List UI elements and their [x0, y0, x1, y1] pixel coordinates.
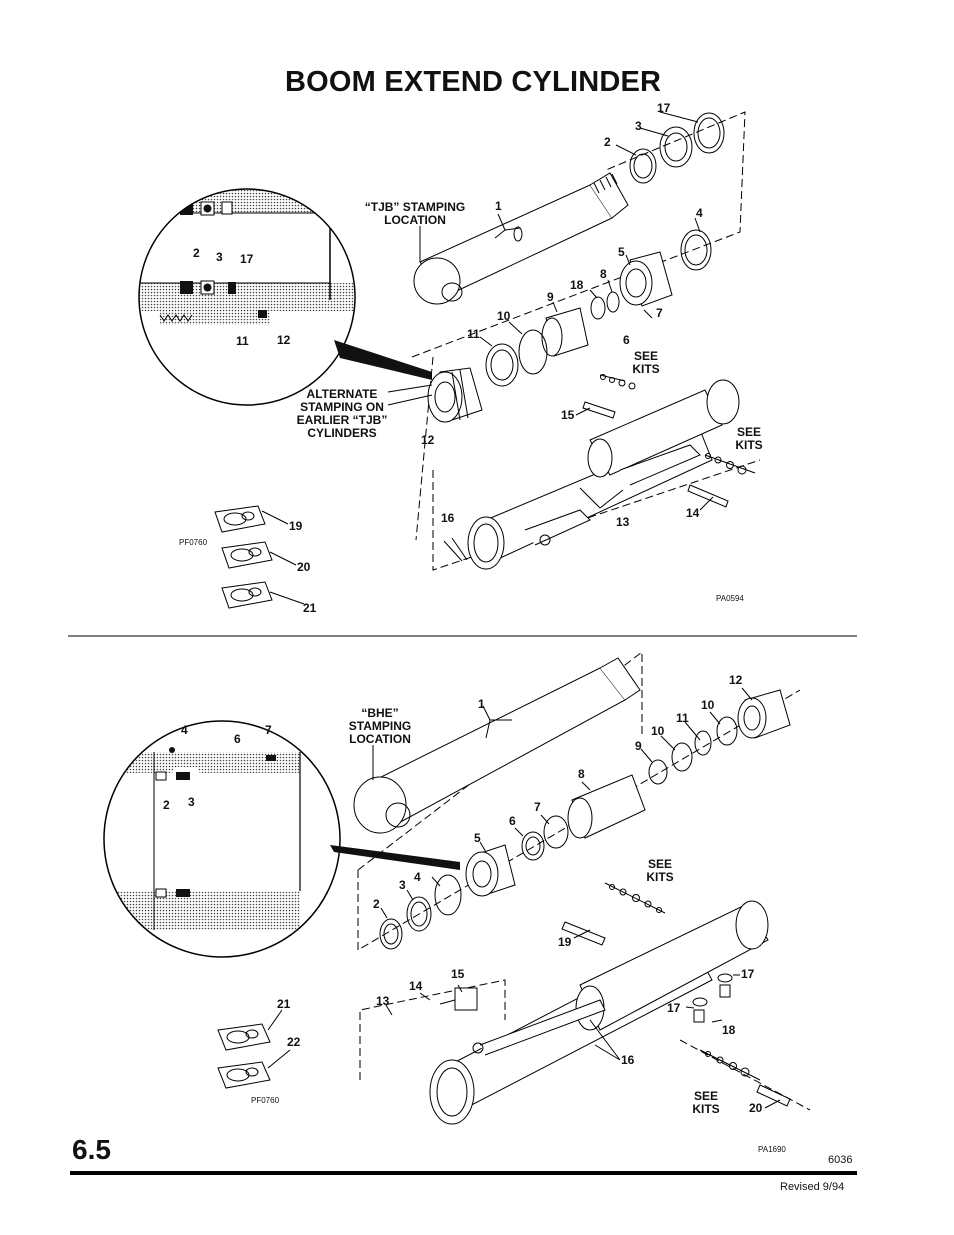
callout-4: 4 [696, 206, 703, 220]
callout-14-b: 14 [409, 979, 423, 993]
callout-9-b: 9 [635, 739, 642, 753]
callout-10b-b: 10 [651, 724, 665, 738]
detail-callout-2-b: 2 [163, 798, 170, 812]
detail-callout-17: 17 [240, 252, 254, 266]
callout-8-b: 8 [578, 767, 585, 781]
callout-22-b: 22 [287, 1035, 301, 1049]
callout-7: 7 [656, 306, 663, 320]
detail-callout-12: 12 [277, 333, 291, 347]
callout-8: 8 [600, 267, 607, 281]
see-kits-label-b1: SEE KITS [646, 857, 674, 884]
callout-17b-b: 17 [667, 1001, 681, 1015]
callout-12: 12 [421, 433, 435, 447]
callout-1: 1 [495, 199, 502, 213]
detail-callout-2: 2 [193, 246, 200, 260]
callout-14: 14 [686, 506, 700, 520]
callout-20-b: 20 [749, 1101, 763, 1115]
callout-19: 19 [289, 519, 303, 533]
alternate-stamping-label: ALTERNATE STAMPING ON EARLIER “TJB” CYLI… [296, 387, 388, 440]
detail-callout-7-b: 7 [265, 723, 272, 737]
callout-3: 3 [635, 119, 642, 133]
see-kits-label-1: SEE KITS [632, 349, 660, 376]
callout-17a-b: 17 [741, 967, 755, 981]
callout-5-b: 5 [474, 831, 481, 845]
callout-16: 16 [441, 511, 455, 525]
callout-11-b: 11 [676, 711, 689, 725]
callout-9: 9 [547, 290, 554, 304]
callout-15-b: 15 [451, 967, 465, 981]
bottom-seal-detail-view [103, 720, 460, 958]
detail-callout-6-b: 6 [234, 732, 241, 746]
callout-7-b: 7 [534, 800, 541, 814]
callout-11: 11 [467, 327, 480, 341]
detail-callout-3-b: 3 [188, 795, 195, 809]
bhe-stamping-label: “BHE” STAMPING LOCATION [348, 706, 412, 746]
kit-ref-bottom: PF0760 [251, 1096, 280, 1105]
callout-16-b: 16 [621, 1053, 635, 1067]
callout-20: 20 [297, 560, 311, 574]
callout-19-b: 19 [558, 935, 572, 949]
callout-21: 21 [303, 601, 317, 615]
see-kits-label-b2: SEE KITS [692, 1089, 720, 1116]
revision-note: Revised 9/94 [780, 1181, 845, 1193]
callout-13-b: 13 [376, 994, 390, 1008]
see-kits-label-2: SEE KITS [735, 425, 763, 452]
detail-callout-11: 11 [236, 334, 249, 348]
callout-5: 5 [618, 245, 625, 259]
callout-13: 13 [616, 515, 630, 529]
kit-ref-top: PF0760 [179, 538, 208, 547]
callout-6: 6 [623, 333, 630, 347]
detail-callout-3: 3 [216, 250, 223, 264]
callout-12-b: 12 [729, 673, 743, 687]
detail-callout-4-b: 4 [181, 723, 188, 737]
callout-10a-b: 10 [701, 698, 715, 712]
page-code: 6036 [828, 1154, 853, 1166]
callout-10: 10 [497, 309, 511, 323]
top-exploded-parts [214, 111, 761, 609]
drawing-ref-top: PA0594 [716, 594, 744, 603]
callout-6-b: 6 [509, 814, 516, 828]
callout-2-b: 2 [373, 897, 380, 911]
callout-21-b: 21 [277, 997, 291, 1011]
callout-1-b: 1 [478, 697, 485, 711]
callout-2: 2 [604, 135, 611, 149]
page-title: BOOM EXTEND CYLINDER [285, 66, 662, 98]
callout-3-b: 3 [399, 878, 406, 892]
callout-17: 17 [657, 101, 671, 115]
footer-rule [70, 1171, 857, 1175]
callout-15: 15 [561, 408, 575, 422]
drawing-ref-bottom: PA1690 [758, 1145, 786, 1154]
callout-18: 18 [570, 278, 584, 292]
section-number: 6.5 [72, 1134, 111, 1165]
tjb-stamping-label: “TJB” STAMPING LOCATION [364, 200, 466, 227]
callout-4-b: 4 [414, 870, 421, 884]
callout-18-b: 18 [722, 1023, 736, 1037]
bottom-exploded-parts [217, 650, 811, 1125]
